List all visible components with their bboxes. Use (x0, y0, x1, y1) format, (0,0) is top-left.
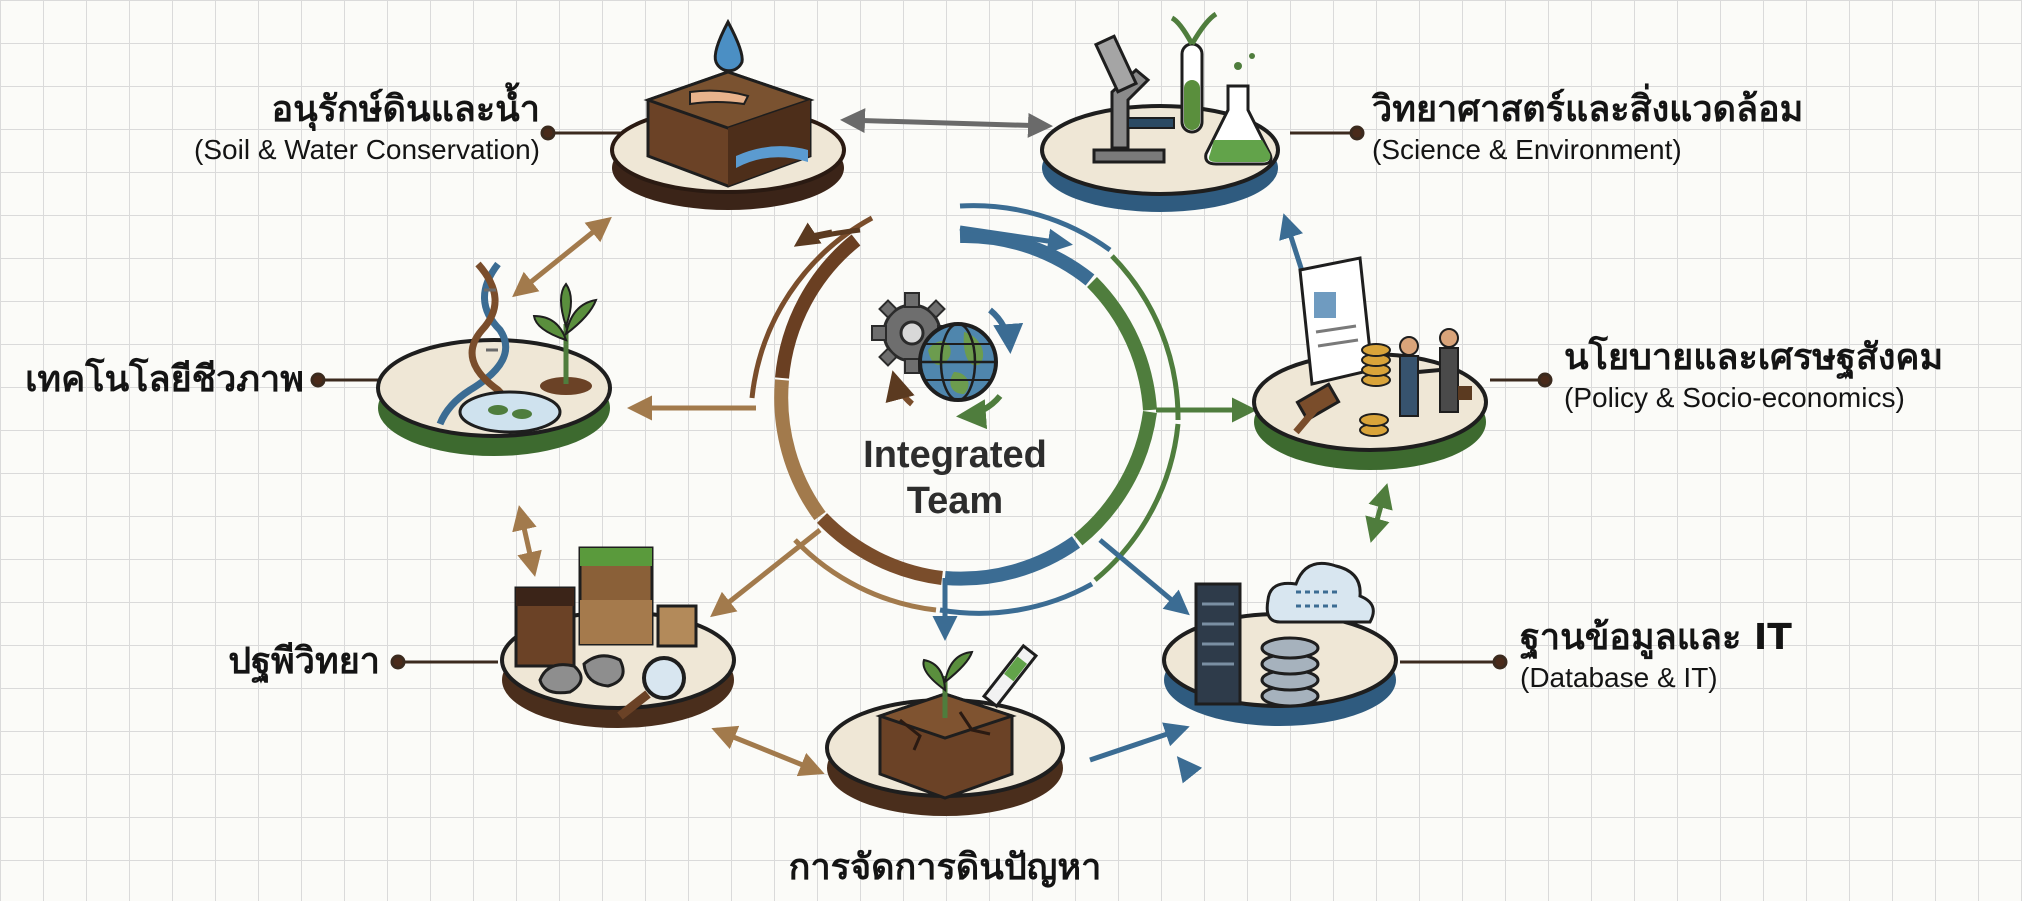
label-problem-soil: การจัดการดินปัญหา (745, 846, 1145, 890)
label-database: ฐานข้อมูลและ IT (Database & IT) (1520, 616, 1792, 696)
test-tube-icon (1170, 11, 1218, 134)
handshake-icon (1399, 328, 1472, 417)
magnifier-icon (617, 656, 686, 720)
soil-profile-icon (514, 546, 698, 668)
plant-icon (532, 282, 598, 395)
label-policy-en: (Policy & Socio-economics) (1564, 382, 1905, 413)
label-science-en: (Science & Environment) (1372, 134, 1682, 165)
node-pedology[interactable] (500, 546, 736, 728)
node-policy[interactable] (1252, 256, 1488, 470)
node-soil-water[interactable] (610, 18, 846, 210)
node-biotech[interactable] (376, 261, 612, 456)
node-science[interactable] (1040, 11, 1280, 212)
outer-arrows (512, 108, 1393, 772)
center-title-line2: Team (906, 480, 1004, 522)
label-science-th: วิทยาศาสตร์และสิ่งแวดล้อม (1372, 89, 1804, 130)
server-icon (1194, 582, 1242, 706)
soil-tester-icon (981, 643, 1039, 709)
sprout-icon (922, 650, 974, 718)
petri-dish-icon (458, 390, 562, 434)
label-soil-water-th: อนุรักษ์ดินและน้ำ (271, 89, 540, 130)
gavel-icon (1293, 382, 1341, 435)
flask-icon (1204, 53, 1273, 166)
label-policy: นโยบายและเศรษฐสังคม (Policy & Socio-econ… (1564, 336, 1943, 416)
label-pedology: ปฐพีวิทยา (228, 640, 380, 684)
inner-ring (749, 203, 1181, 616)
label-soil-water: อนุรักษ์ดินและน้ำ (Soil & Water Conserva… (194, 88, 540, 168)
spoke-arrows (627, 222, 1257, 641)
central-ring (774, 228, 1157, 586)
cycle-arrows-icon (885, 307, 1024, 430)
label-biotech: เทคโนโลยีชีวภาพ (25, 358, 304, 402)
label-database-en: (Database & IT) (1520, 662, 1718, 693)
label-biotech-th: เทคโนโลยีชีวภาพ (25, 359, 304, 400)
label-policy-th: นโยบายและเศรษฐสังคม (1564, 337, 1944, 378)
center-title: Integrated Team (790, 432, 1120, 524)
node-database[interactable] (1162, 561, 1398, 726)
cloud-icon (1265, 561, 1375, 624)
coins-icon (1359, 343, 1391, 437)
rocks-icon (538, 654, 625, 695)
label-database-th: ฐานข้อมูลและ IT (1520, 617, 1792, 658)
microscope-icon (1092, 34, 1175, 164)
label-pedology-th: ปฐพีวิทยา (228, 641, 380, 682)
database-stack-icon (1260, 636, 1320, 708)
center-title-line1: Integrated (863, 434, 1047, 476)
node-problem-soil[interactable] (825, 643, 1065, 816)
label-soil-water-en: (Soil & Water Conservation) (194, 134, 540, 165)
label-science: วิทยาศาสตร์และสิ่งแวดล้อม (Science & Env… (1372, 88, 1803, 168)
globe-icon (918, 322, 998, 402)
document-icon (1298, 256, 1374, 386)
label-problem-soil-th: การจัดการดินปัญหา (788, 847, 1102, 888)
